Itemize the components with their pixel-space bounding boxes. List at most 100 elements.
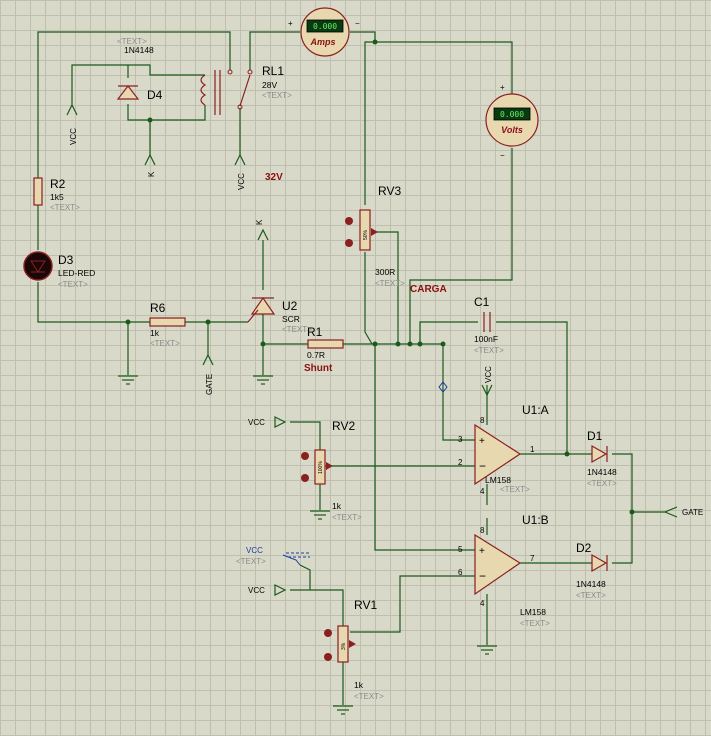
svg-text:−: −: [479, 459, 486, 473]
opamp-u1a[interactable]: + − U1:A LM158 <TEXT> 3 2 1 8 4: [458, 403, 549, 496]
svg-text:K: K: [147, 171, 156, 177]
vcc-terminal-rv2: VCC: [248, 416, 287, 428]
svg-text:+: +: [479, 436, 485, 447]
c1-value: 100nF: [474, 334, 498, 344]
u1b-text: <TEXT>: [520, 619, 550, 628]
rv3-text: <TEXT>: [375, 279, 405, 288]
supply-voltage-label: 32V: [265, 172, 283, 183]
ground-rv2: [310, 510, 330, 520]
svg-text:GATE: GATE: [682, 508, 703, 517]
rl1-value: 28V: [262, 80, 277, 90]
diode-d1[interactable]: D1 1N4148 <TEXT>: [587, 429, 617, 488]
resistor-r2[interactable]: R2 1k5 <TEXT>: [33, 177, 80, 212]
svg-text:3: 3: [458, 435, 463, 444]
r2-ref: R2: [50, 177, 66, 191]
carga-label: CARGA: [410, 284, 447, 295]
svg-text:7: 7: [530, 554, 535, 563]
c1-text: <TEXT>: [474, 346, 504, 355]
ground-opamp: [477, 645, 497, 655]
svg-text:4: 4: [480, 487, 485, 496]
svg-text:VCC: VCC: [248, 586, 265, 595]
rv2-ref: RV2: [332, 419, 355, 433]
potentiometer-rv1[interactable]: 3% RV1 1k <TEXT>: [324, 598, 384, 701]
opamp-u1b[interactable]: + − U1:B LM158 <TEXT> 5 6 7 8 4: [458, 513, 550, 628]
svg-text:100%: 100%: [318, 461, 324, 474]
d3-value: LED-RED: [58, 268, 95, 278]
u1b-ref: U1:B: [522, 513, 549, 527]
d1-text: <TEXT>: [587, 479, 617, 488]
ammeter-plus: +: [288, 19, 293, 28]
r1-note: Shunt: [304, 363, 333, 374]
svg-text:3%: 3%: [341, 642, 347, 650]
d2-value: 1N4148: [576, 579, 606, 589]
voltmeter-minus: −: [500, 151, 505, 160]
vcc-terminal-2: VCC: [234, 153, 246, 190]
k-terminal-2: K: [255, 219, 269, 241]
c1-ref: C1: [474, 295, 490, 309]
svg-text:VCC: VCC: [69, 128, 78, 145]
r6-text: <TEXT>: [150, 339, 180, 348]
svg-text:+: +: [479, 546, 485, 557]
led-d3[interactable]: D3 LED-RED <TEXT>: [23, 251, 95, 289]
potentiometer-rv2[interactable]: 100% RV2 1k <TEXT>: [301, 419, 362, 522]
r6-value: 1k: [150, 328, 160, 338]
svg-text:VCC: VCC: [246, 546, 263, 555]
svg-text:4: 4: [480, 599, 485, 608]
r2-text: <TEXT>: [50, 203, 80, 212]
resistor-r1-shunt[interactable]: R1 0.7R Shunt: [304, 325, 344, 374]
svg-text:8: 8: [480, 416, 485, 425]
ammeter-unit: Amps: [309, 37, 335, 47]
d1-value: 1N4148: [587, 467, 617, 477]
scr-u2[interactable]: U2 SCR <TEXT>: [247, 296, 312, 334]
wires: [37, 31, 665, 705]
svg-text:1: 1: [530, 445, 535, 454]
svg-text:K: K: [255, 219, 264, 225]
diode-d4[interactable]: D4 <TEXT> 1N4148: [116, 37, 163, 102]
vcc-terminal-opamp: VCC: [481, 366, 493, 397]
relay-rl1[interactable]: RL1 28V <TEXT>: [200, 64, 292, 115]
rv3-value: 300R: [375, 267, 395, 277]
u1a-ref: U1:A: [522, 403, 549, 417]
rv2-value: 1k: [332, 501, 342, 511]
u2-text: <TEXT>: [282, 325, 312, 334]
u2-ref: U2: [282, 299, 298, 313]
junctions: [125, 39, 635, 515]
voltmeter[interactable]: 0.000 Volts + −: [485, 83, 539, 160]
ammeter-reading: 0.000: [313, 22, 337, 31]
d1-ref: D1: [587, 429, 603, 443]
gate-terminal-left: GATE: [202, 353, 214, 395]
svg-text:2: 2: [458, 458, 463, 467]
svg-text:6: 6: [458, 568, 463, 577]
ammeter[interactable]: 0.000 Amps + −: [288, 7, 360, 57]
d3-text: <TEXT>: [58, 280, 88, 289]
r1-value: 0.7R: [307, 350, 325, 360]
capacitor-c1[interactable]: C1 100nF <TEXT>: [474, 295, 504, 355]
potentiometer-rv3[interactable]: 50% RV3 300R <TEXT>: [345, 184, 405, 288]
d2-text: <TEXT>: [576, 591, 606, 600]
voltmeter-reading: 0.000: [500, 110, 524, 119]
u1a-value: LM158: [485, 475, 511, 485]
ground-rv1: [333, 705, 353, 715]
rv2-text: <TEXT>: [332, 513, 362, 522]
r2-value: 1k5: [50, 192, 64, 202]
d2-ref: D2: [576, 541, 592, 555]
r6-ref: R6: [150, 301, 166, 315]
u2-value: SCR: [282, 314, 300, 324]
u1b-value: LM158: [520, 607, 546, 617]
ammeter-minus: −: [355, 19, 360, 28]
resistor-r6[interactable]: R6 1k <TEXT>: [149, 301, 186, 348]
rl1-text: <TEXT>: [262, 91, 292, 100]
gate-terminal-output: GATE: [663, 506, 703, 518]
vcc-probe[interactable]: VCC <TEXT>: [236, 546, 310, 566]
d4-text: <TEXT>: [117, 37, 147, 46]
rv1-text: <TEXT>: [354, 692, 384, 701]
diode-d2[interactable]: D2 1N4148 <TEXT>: [576, 541, 608, 600]
ground-2: [253, 375, 273, 385]
svg-text:5: 5: [458, 545, 463, 554]
vcc-terminal-1: VCC: [66, 103, 78, 145]
d4-ref: D4: [147, 88, 163, 102]
svg-text:50%: 50%: [363, 229, 369, 240]
vcc-terminal-rv1: VCC: [248, 584, 287, 596]
svg-text:VCC: VCC: [237, 173, 246, 190]
